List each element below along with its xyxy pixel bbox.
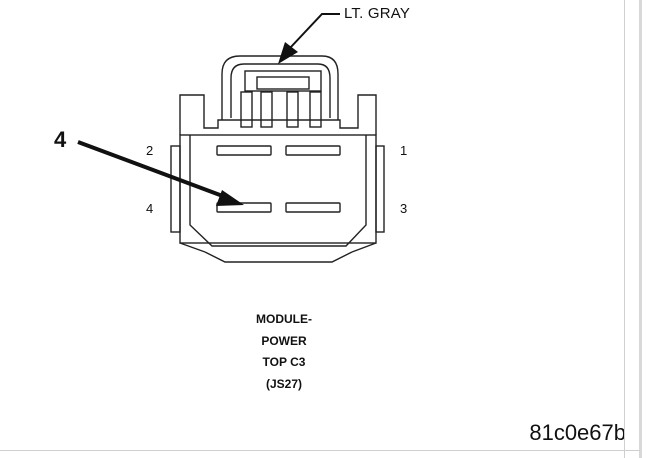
cavity-4 [216,202,272,213]
frame-edge-right [624,0,625,458]
caption-line-3: TOP C3 [262,355,306,369]
caption-line-4: (JS27) [265,377,303,391]
pin-label-4: 4 [146,201,154,216]
caption-line-2: POWER [261,334,307,348]
latch-tab-inner [256,76,310,90]
cavity-1 [285,145,341,156]
figure-id: 81c0e67b [529,420,626,445]
latch-tab [244,70,322,92]
wire-color-label: LT. GRAY [344,5,411,22]
frame-edge-bottom [0,450,640,451]
connector-top-shoulders [179,94,377,135]
pin-callout-leader [77,140,229,200]
wire-color-arrowhead [278,42,298,64]
caption-line-1: MODULE- [256,312,312,326]
right-flange [375,145,385,233]
left-flange [170,145,181,233]
pin-label-1: 1 [400,143,408,158]
pin-label-2: 2 [146,143,154,158]
wire-color-leader [289,13,340,49]
latch-bail-inner [230,63,331,118]
pin-callout-arrowhead [216,190,244,206]
cavity-2 [216,145,272,156]
frame-edge-right-outer [639,0,642,458]
pin-label-3: 3 [400,201,408,216]
pin-callout-label: 4 [54,127,67,152]
cavity-3 [285,202,341,213]
